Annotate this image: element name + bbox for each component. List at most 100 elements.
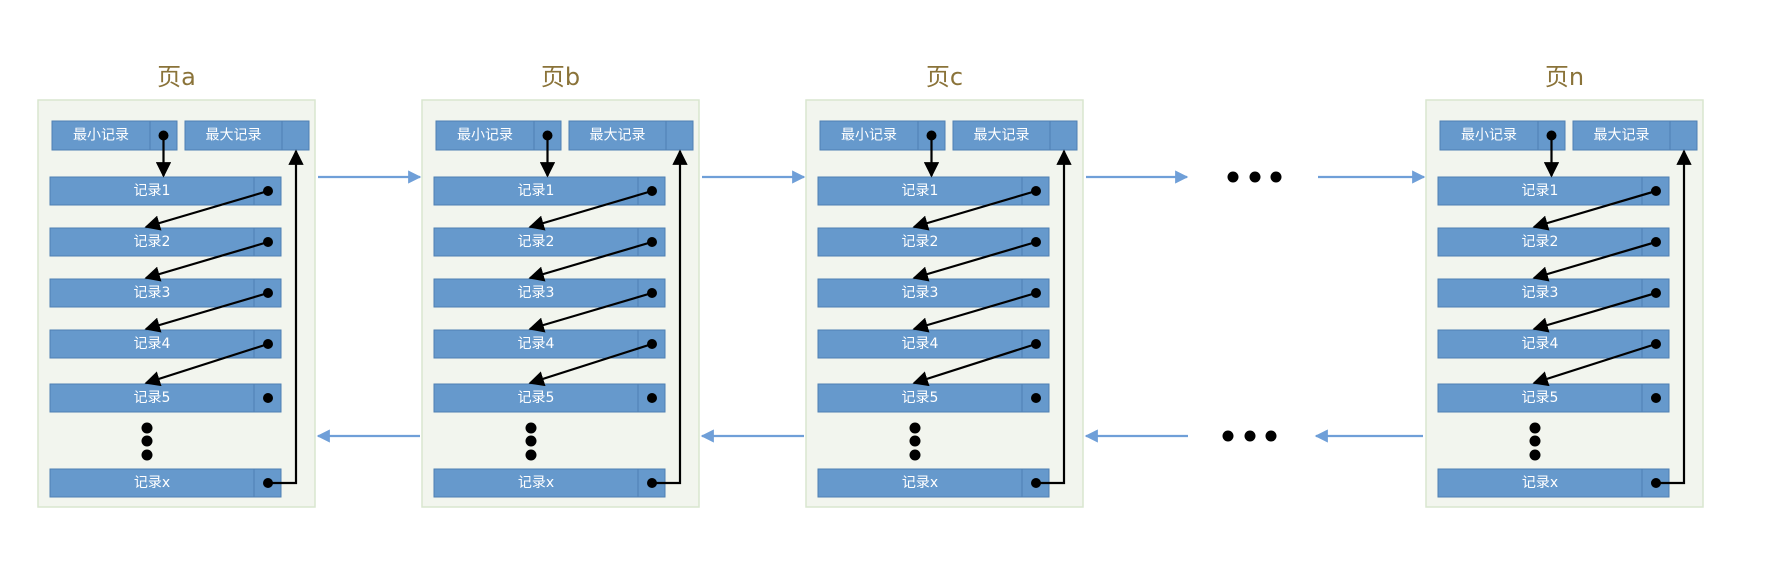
vertical-ellipsis-dot <box>909 449 921 461</box>
page-title: 页a <box>157 63 196 91</box>
page-title: 页b <box>541 63 580 91</box>
record-row <box>49 329 282 359</box>
vertical-ellipsis-dot <box>1529 422 1541 434</box>
record-pointer-dot <box>1651 393 1661 403</box>
horizontal-ellipsis-dot <box>1222 430 1234 442</box>
record-pointer-dot <box>647 393 657 403</box>
next-record-arrow <box>144 189 269 231</box>
record-row <box>1437 329 1670 359</box>
min-record-label: 最小记录 <box>841 128 897 144</box>
record-row <box>817 176 1050 206</box>
record-row <box>1437 383 1670 413</box>
min-record-label: 最小记录 <box>73 128 129 144</box>
next-record-arrow <box>1532 189 1657 231</box>
to-max-record-arrow <box>268 149 304 485</box>
vertical-ellipsis-dot <box>909 435 921 447</box>
record-label: 记录3 <box>518 285 555 301</box>
min-record-box <box>435 120 562 151</box>
next-record-arrow <box>144 291 269 333</box>
max-record-box <box>184 120 310 151</box>
record-pointer-dot <box>263 393 273 403</box>
record-row <box>817 383 1050 413</box>
record-label: 记录3 <box>134 285 171 301</box>
min-record-box <box>819 120 946 151</box>
last-record-row <box>49 468 282 498</box>
page-title: 页c <box>926 63 963 91</box>
next-record-arrow <box>912 189 1037 231</box>
record-label: 记录3 <box>1522 285 1559 301</box>
max-record-label: 最大记录 <box>1594 128 1650 144</box>
record-label: 记录2 <box>518 234 555 250</box>
record-label: 记录1 <box>902 183 939 199</box>
record-row <box>49 278 282 308</box>
next-record-arrow <box>528 189 653 231</box>
next-record-arrow <box>1532 291 1657 333</box>
record-label: 记录4 <box>518 336 555 352</box>
horizontal-ellipsis-dot <box>1265 430 1277 442</box>
record-label: 记录2 <box>134 234 171 250</box>
next-record-arrow <box>528 240 653 282</box>
record-label: 记录5 <box>1522 390 1559 406</box>
record-label: 记录1 <box>1522 183 1559 199</box>
record-row <box>49 227 282 257</box>
next-record-arrow <box>1532 240 1657 282</box>
last-record-label: 记录x <box>134 475 170 491</box>
max-record-label: 最大记录 <box>974 128 1030 144</box>
record-row <box>817 329 1050 359</box>
horizontal-ellipsis-dot <box>1244 430 1256 442</box>
record-label: 记录5 <box>902 390 939 406</box>
to-max-record-arrow <box>652 149 688 485</box>
horizontal-ellipsis-dot <box>1227 171 1239 183</box>
next-record-arrow <box>912 240 1037 282</box>
record-row <box>817 227 1050 257</box>
record-row <box>433 278 666 308</box>
next-record-arrow <box>912 342 1037 387</box>
next-record-arrow <box>528 291 653 333</box>
max-record-label: 最大记录 <box>206 128 262 144</box>
record-row <box>433 176 666 206</box>
vertical-ellipsis-dot <box>141 449 153 461</box>
min-record-label: 最小记录 <box>1461 128 1517 144</box>
vertical-ellipsis-dot <box>909 422 921 434</box>
max-record-label: 最大记录 <box>590 128 646 144</box>
min-record-box <box>1439 120 1566 151</box>
min-record-box <box>51 120 178 151</box>
last-record-label: 记录x <box>1522 475 1558 491</box>
vertical-ellipsis-dot <box>525 422 537 434</box>
vertical-ellipsis-dot <box>141 422 153 434</box>
vertical-ellipsis-dot <box>141 435 153 447</box>
last-record-row <box>433 468 666 498</box>
vertical-ellipsis-dot <box>1529 449 1541 461</box>
next-record-arrow <box>144 342 269 387</box>
record-row <box>433 227 666 257</box>
vertical-ellipsis-dot <box>525 435 537 447</box>
record-row <box>49 383 282 413</box>
page-b: 页b最小记录最大记录记录1记录2记录3记录4记录5记录x <box>421 63 700 508</box>
horizontal-ellipsis-dot <box>1249 171 1261 183</box>
record-label: 记录2 <box>902 234 939 250</box>
record-label: 记录4 <box>134 336 171 352</box>
record-label: 记录4 <box>1522 336 1559 352</box>
next-record-arrow <box>144 240 269 282</box>
record-row <box>1437 278 1670 308</box>
record-label: 记录2 <box>1522 234 1559 250</box>
next-record-arrow <box>1532 342 1657 387</box>
to-max-record-arrow <box>1036 149 1072 485</box>
horizontal-ellipsis-dot <box>1270 171 1282 183</box>
record-row <box>433 329 666 359</box>
last-record-row <box>817 468 1050 498</box>
page-title: 页n <box>1545 63 1584 91</box>
record-label: 记录1 <box>134 183 171 199</box>
record-row <box>433 383 666 413</box>
record-label: 记录3 <box>902 285 939 301</box>
record-row <box>817 278 1050 308</box>
record-row <box>1437 227 1670 257</box>
record-label: 记录5 <box>518 390 555 406</box>
to-max-record-arrow <box>1656 149 1692 485</box>
vertical-ellipsis-dot <box>525 449 537 461</box>
record-label: 记录5 <box>134 390 171 406</box>
max-record-box <box>568 120 694 151</box>
